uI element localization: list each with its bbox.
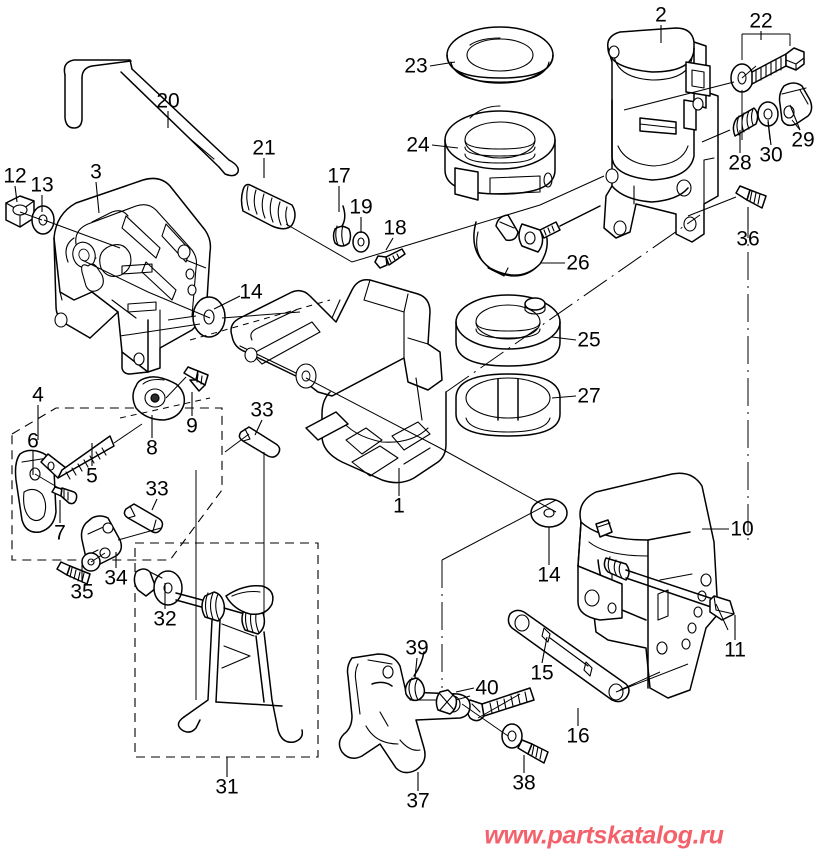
part-39-spring — [371, 651, 426, 702]
callout-15[interactable]: 15 — [530, 661, 554, 685]
callout-leader-29 — [789, 104, 801, 131]
callout-leader-15 — [541, 636, 548, 664]
callout-1[interactable]: 1 — [393, 494, 405, 518]
part-32-knob — [133, 568, 183, 606]
part-18-bolt — [374, 248, 406, 269]
callout-leader-3 — [95, 181, 100, 214]
callout-5[interactable]: 5 — [86, 464, 98, 488]
callout-leader-12 — [14, 185, 18, 203]
callout-29[interactable]: 29 — [791, 128, 815, 152]
part-7-screw — [51, 486, 78, 505]
part-17-small-spring — [332, 205, 352, 247]
part-40-clip — [435, 689, 471, 715]
part-21-spring-boot — [240, 183, 296, 230]
part-11-long-bolt — [603, 556, 735, 621]
callout-28[interactable]: 28 — [728, 151, 752, 175]
callout-33[interactable]: 33 — [250, 398, 274, 422]
callout-40[interactable]: 40 — [475, 676, 499, 700]
part-4-group-boundary — [11, 407, 223, 561]
callout-36[interactable]: 36 — [736, 227, 760, 251]
callout-leader-40 — [455, 687, 475, 693]
part-27-split-ring — [455, 373, 561, 437]
callout-leader-39 — [414, 657, 418, 679]
part-13-washer — [31, 205, 55, 235]
callout-leader-25 — [551, 336, 577, 341]
part-31-stand-rod — [175, 584, 304, 743]
callout-leader-27 — [551, 395, 577, 399]
callout-17[interactable]: 17 — [327, 164, 351, 188]
callout-11[interactable]: 11 — [724, 638, 746, 662]
part-29-clamp-pad — [778, 82, 813, 127]
callout-35[interactable]: 35 — [70, 580, 94, 604]
callout-18[interactable]: 18 — [383, 216, 407, 240]
callout-leaders — [14, 25, 801, 791]
part-6-anode — [14, 449, 57, 533]
callout-25[interactable]: 25 — [577, 328, 601, 352]
part-26-clamp-band — [473, 205, 601, 277]
part-2-clamp-bracket — [603, 27, 719, 243]
callout-31[interactable]: 31 — [215, 775, 239, 799]
part-24-threaded-collar — [444, 105, 556, 201]
assembly-leader-lines — [19, 65, 801, 700]
part-38-washer-bolt — [461, 703, 549, 764]
part-33-pin-center — [238, 426, 281, 458]
callout-leader-24 — [431, 144, 459, 149]
callout-20[interactable]: 20 — [156, 89, 180, 113]
callout-38[interactable]: 38 — [512, 771, 536, 795]
callout-14[interactable]: 14 — [239, 280, 263, 304]
part-5-bolt-long — [40, 435, 115, 480]
callout-leader-18 — [385, 237, 394, 251]
callout-23[interactable]: 23 — [404, 54, 428, 78]
part-36-screw — [687, 185, 767, 217]
callout-6[interactable]: 6 — [27, 429, 39, 453]
part-28-spring — [701, 107, 759, 143]
callout-14b[interactable]: 14 — [537, 563, 561, 587]
part-3-swivel-bracket — [53, 177, 212, 375]
callout-22[interactable]: 22 — [749, 9, 773, 33]
part-9-bolt — [183, 366, 209, 392]
part-20-handle-rod — [63, 59, 240, 177]
part-25-nut-ring — [455, 294, 561, 367]
callout-24[interactable]: 24 — [406, 133, 430, 157]
callout-3[interactable]: 3 — [90, 160, 102, 184]
callout-27[interactable]: 27 — [577, 384, 601, 408]
callout-7[interactable]: 7 — [54, 521, 66, 545]
callout-2[interactable]: 2 — [655, 3, 667, 27]
part-33b-pin — [123, 503, 164, 534]
callout-30[interactable]: 30 — [759, 143, 783, 167]
part-1-swivel-housing — [230, 278, 447, 484]
callout-34[interactable]: 34 — [104, 566, 128, 590]
callout-leader-33 — [254, 419, 263, 436]
part-12-lock-nut — [5, 195, 35, 228]
part-14-washer-left — [192, 296, 226, 338]
part-35-bolt-washer — [56, 552, 101, 585]
callout-37[interactable]: 37 — [406, 789, 430, 813]
callout-9[interactable]: 9 — [186, 414, 198, 438]
part-16-pan-screw — [466, 687, 535, 722]
callout-32[interactable]: 32 — [153, 607, 177, 631]
callout-10[interactable]: 10 — [730, 517, 754, 541]
callout-33b[interactable]: 33 — [145, 477, 169, 501]
callout-26[interactable]: 26 — [566, 251, 590, 275]
callout-leader-30 — [767, 119, 772, 146]
part-8-trim-tab — [132, 376, 186, 421]
callout-19[interactable]: 19 — [349, 195, 373, 219]
callout-16[interactable]: 16 — [566, 724, 590, 748]
part-19-washer — [352, 231, 370, 253]
callout-4[interactable]: 4 — [32, 383, 44, 407]
callout-39[interactable]: 39 — [405, 636, 429, 660]
callout-leader-23 — [429, 61, 456, 67]
part-23-seal-ring — [446, 26, 554, 84]
callout-leader-33b — [151, 498, 158, 511]
callout-13[interactable]: 13 — [30, 173, 54, 197]
part-31-group-boundary — [134, 542, 319, 758]
callout-12[interactable]: 12 — [3, 164, 27, 188]
callout-8[interactable]: 8 — [146, 436, 158, 460]
callout-leader-14 — [213, 295, 241, 310]
site-watermark: www.partskatalog.ru — [484, 821, 724, 850]
callout-21[interactable]: 21 — [252, 136, 276, 160]
